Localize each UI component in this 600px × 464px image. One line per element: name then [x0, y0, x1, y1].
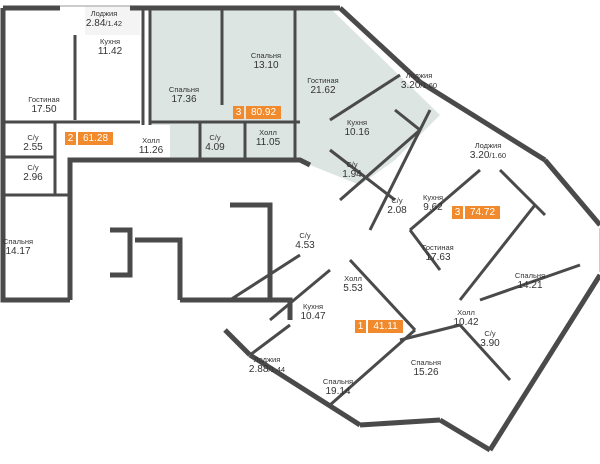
apartment-area: 74.72 [465, 206, 500, 219]
apartment-badge-74-72[interactable]: 3 74.72 [452, 206, 500, 219]
apartment-rooms: 3 [452, 206, 463, 219]
apartment-rooms: 3 [233, 106, 244, 119]
apartment-badge-41-11[interactable]: 1 41.11 [355, 320, 403, 333]
apartment-rooms: 1 [355, 320, 366, 333]
apartment-area: 41.11 [368, 320, 403, 333]
apartment-badge-80-92[interactable]: 3 80.92 [233, 106, 281, 119]
apartment-rooms: 2 [65, 132, 76, 145]
apartment-area: 80.92 [246, 106, 281, 119]
apartment-badge-61-28[interactable]: 2 61.28 [65, 132, 113, 145]
apartment-area: 61.28 [78, 132, 113, 145]
